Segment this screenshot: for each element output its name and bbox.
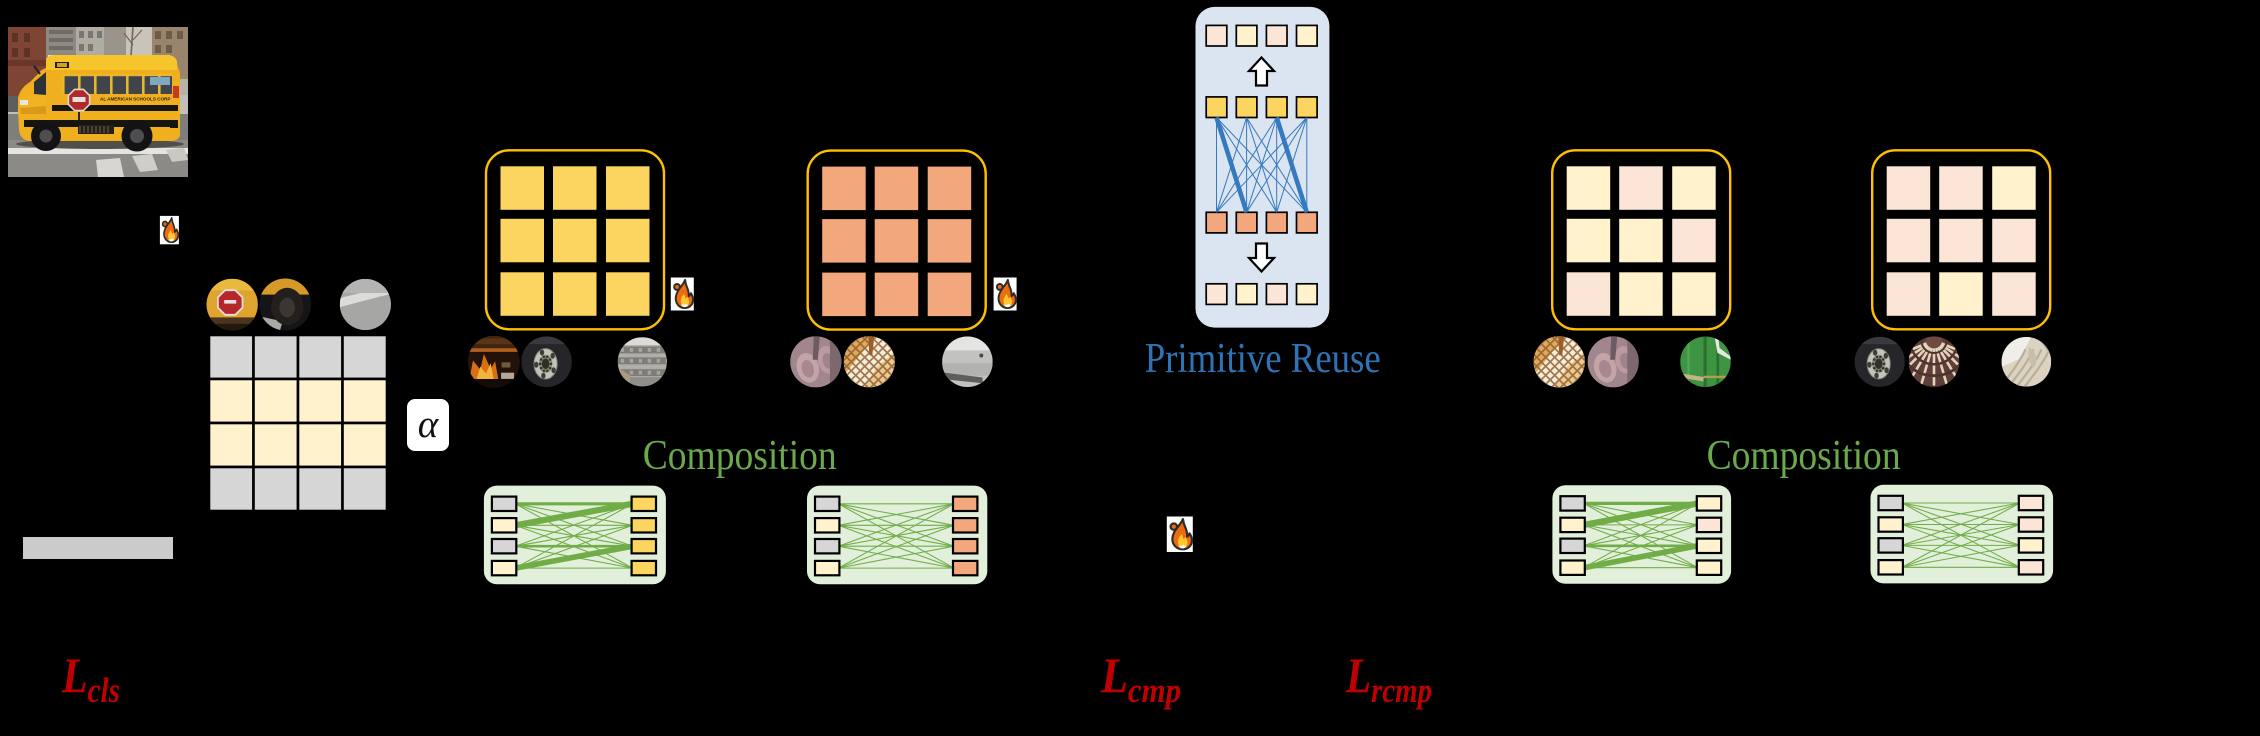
svg-text:Composition: Composition — [643, 433, 837, 479]
svg-text:AL AMERICAN SCHOOLS CORP: AL AMERICAN SCHOOLS CORP — [100, 97, 170, 102]
svg-text:Primitive Reuse: Primitive Reuse — [1145, 336, 1381, 382]
svg-text:Composition: Composition — [1707, 433, 1901, 479]
svg-text:α: α — [418, 403, 440, 446]
